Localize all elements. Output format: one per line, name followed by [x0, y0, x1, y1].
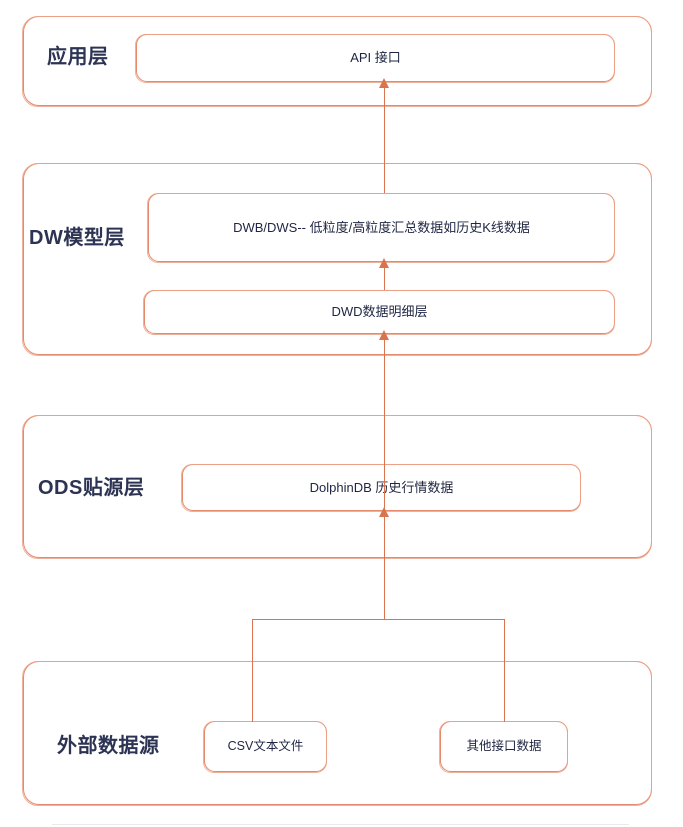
node-dolphindb[interactable]: DolphinDB 历史行情数据: [181, 464, 581, 512]
connector-sources-bracket: [252, 619, 505, 620]
node-dwd[interactable]: DWD数据明细层: [143, 290, 615, 335]
layer-title-dw-model: DW模型层: [29, 227, 125, 249]
connector-other-api-branch: [504, 619, 505, 722]
connector-dwb-to-api-arrowhead: [379, 78, 389, 88]
node-label-dwb-dws: DWB/DWS-- 低粒度/高粒度汇总数据如历史K线数据: [233, 219, 530, 235]
connector-csv-branch: [252, 619, 253, 722]
bottom-divider: [52, 824, 629, 825]
connector-ods-to-dwd-line: [384, 334, 385, 511]
node-label-api: API 接口: [350, 50, 401, 66]
node-label-dolphindb: DolphinDB 历史行情数据: [309, 479, 454, 495]
node-api[interactable]: API 接口: [135, 34, 615, 83]
node-other-api[interactable]: 其他接口数据: [439, 721, 568, 773]
layer-title-external-source: 外部数据源: [57, 735, 160, 757]
node-label-dwd: DWD数据明细层: [331, 304, 428, 320]
connector-sources-arrowhead: [379, 507, 389, 517]
connector-dwd-to-dwb-line: [384, 262, 385, 290]
layer-title-application: 应用层: [47, 46, 109, 68]
layer-title-ods: ODS贴源层: [38, 477, 145, 499]
node-label-other-api: 其他接口数据: [466, 739, 542, 753]
connector-dwb-to-api-line: [384, 82, 385, 193]
node-label-csv: CSV文本文件: [227, 739, 304, 753]
node-dwb-dws[interactable]: DWB/DWS-- 低粒度/高粒度汇总数据如历史K线数据: [147, 193, 615, 263]
connector-ods-to-dwd-arrowhead: [379, 330, 389, 340]
connector-sources-stem: [384, 511, 385, 620]
node-csv[interactable]: CSV文本文件: [203, 721, 327, 773]
connector-dwd-to-dwb-arrowhead: [379, 258, 389, 268]
